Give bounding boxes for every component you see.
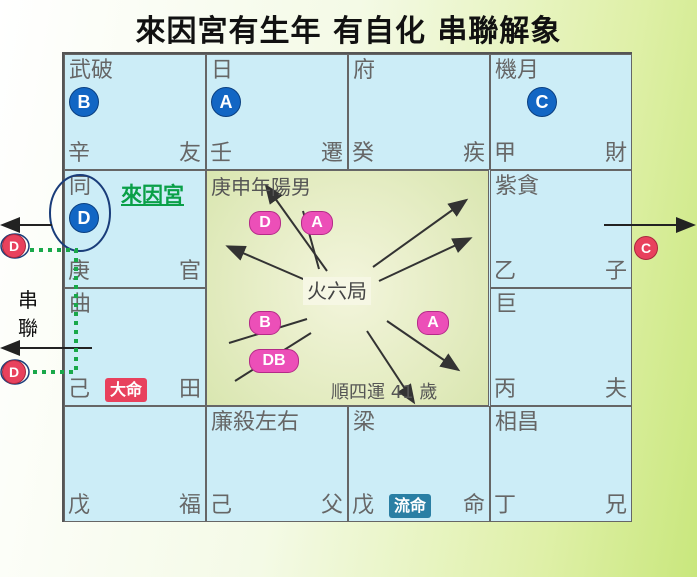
center-badge-a: A: [301, 211, 333, 235]
center-arrows: [225, 183, 473, 405]
arrow-line: [366, 330, 416, 405]
cell-stem: 己: [68, 377, 91, 402]
cell-palace: 遷: [320, 141, 343, 166]
cell-palace: 父: [320, 493, 343, 518]
side-label-lian: 聯: [18, 316, 38, 340]
side-badge-top: D: [2, 234, 26, 258]
cell-stem: 辛: [68, 141, 91, 166]
cell-r0c1[interactable]: 日 A 壬 遷: [206, 54, 348, 170]
arrow-line: [378, 237, 473, 282]
cell-stem: 丁: [494, 493, 517, 518]
cell-palace: 友: [178, 141, 201, 166]
cell-palace: 兄: [604, 493, 627, 518]
center-panel: 庚申年陽男 D A 火六局 B DB A 順四運 41 歲: [206, 170, 489, 406]
cell-stars: 同: [69, 174, 92, 199]
cell-r3c0[interactable]: 戊 福: [64, 406, 206, 522]
center-badge-d: D: [249, 211, 281, 235]
side-badge-right: C: [634, 236, 658, 260]
cell-stars: 梁: [353, 410, 376, 435]
arrow-line: [386, 320, 461, 372]
cell-palace: 福: [178, 493, 201, 518]
cell-stem: 庚: [68, 259, 91, 284]
badge-c: C: [527, 87, 557, 117]
dotted-link: [30, 248, 78, 374]
liuming-tag: 流命: [389, 494, 432, 518]
center-badge-b: B: [249, 311, 281, 335]
cell-stars: 日: [211, 58, 234, 83]
cell-r0c3[interactable]: 機月 C 甲 財: [490, 54, 632, 170]
chart-grid: 武破 B 辛 友 日 A 壬 遷 府 癸 疾 機月 C 甲 財 同 D 來因宮 …: [62, 52, 632, 522]
cell-palace: 夫: [604, 377, 627, 402]
cell-stem: 己: [210, 493, 233, 518]
side-label-chuan: 串: [18, 288, 38, 312]
laiyin-label: 來因宮: [121, 183, 184, 207]
center-badge-a2: A: [417, 311, 449, 335]
cell-stars: 巨: [495, 292, 518, 317]
cell-stars: 府: [353, 58, 376, 83]
cell-r3c1[interactable]: 廉殺左右 己 父: [206, 406, 348, 522]
direction-label: 順四運 41 歲: [331, 382, 438, 403]
center-badge-db: DB: [249, 349, 299, 373]
cell-stem: 甲: [494, 141, 517, 166]
bureau-label: 火六局: [303, 277, 371, 305]
cell-palace: 命: [462, 493, 485, 518]
cell-palace: 疾: [462, 141, 485, 166]
cell-stars: 曲: [69, 292, 92, 317]
page-title: 來因宮有生年 有自化 串聯解象: [135, 14, 562, 49]
cell-r1c0[interactable]: 同 D 來因宮 庚 官: [64, 170, 206, 288]
cell-stem: 癸: [352, 141, 375, 166]
badge-b: B: [69, 87, 99, 117]
cell-r2c3[interactable]: 巨 丙 夫: [490, 288, 632, 406]
cell-stars: 機月: [495, 58, 540, 83]
laiyin-ellipse: [49, 174, 111, 252]
cell-palace: 田: [178, 377, 201, 402]
cell-stars: 武破: [69, 58, 114, 83]
cell-stem: 丙: [494, 377, 517, 402]
badge-d: D: [69, 203, 99, 233]
center-header: 庚申年陽男: [211, 175, 311, 199]
cell-stem: 乙: [494, 259, 517, 284]
cell-stars: 廉殺左右: [211, 410, 300, 435]
cell-stem: 戊: [352, 493, 375, 518]
arrow-line: [372, 198, 469, 268]
cell-stars: 紫貪: [495, 174, 540, 199]
daming-tag: 大命: [105, 378, 148, 402]
cell-stem: 戊: [68, 493, 91, 518]
cell-r1c3[interactable]: 紫貪 乙 子: [490, 170, 632, 288]
side-badge-bottom: D: [2, 360, 26, 384]
cell-r0c2[interactable]: 府 癸 疾: [348, 54, 490, 170]
cell-r3c2[interactable]: 梁 流命 戊 命: [348, 406, 490, 522]
badge-a: A: [211, 87, 241, 117]
cell-r3c3[interactable]: 相昌 丁 兄: [490, 406, 632, 522]
cell-palace: 財: [604, 141, 627, 166]
arrow-line: [264, 183, 328, 272]
cell-r0c0[interactable]: 武破 B 辛 友: [64, 54, 206, 170]
cell-palace: 子: [604, 259, 627, 284]
cell-palace: 官: [178, 259, 201, 284]
arrow-line: [225, 245, 318, 286]
cell-stem: 壬: [210, 141, 233, 166]
cell-stars: 相昌: [495, 410, 540, 435]
